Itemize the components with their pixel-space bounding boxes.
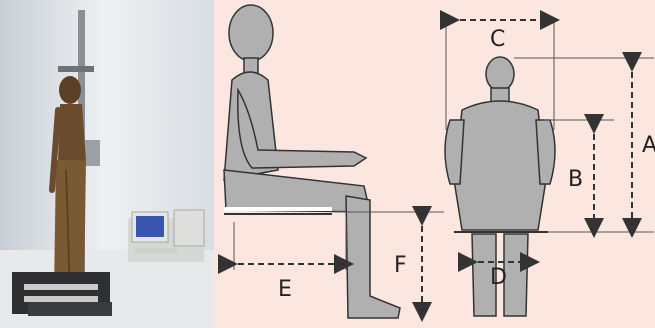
standing-person <box>52 76 86 292</box>
label-b: B <box>568 167 583 192</box>
computer-workstation <box>128 210 204 262</box>
anthropometric-diagram: A B C D E F <box>214 0 655 328</box>
label-d: D <box>490 265 507 290</box>
measurement-photo <box>0 0 214 328</box>
label-c: C <box>490 27 505 52</box>
label-f: F <box>394 253 407 278</box>
label-a: A <box>642 133 655 158</box>
label-e: E <box>278 277 292 302</box>
